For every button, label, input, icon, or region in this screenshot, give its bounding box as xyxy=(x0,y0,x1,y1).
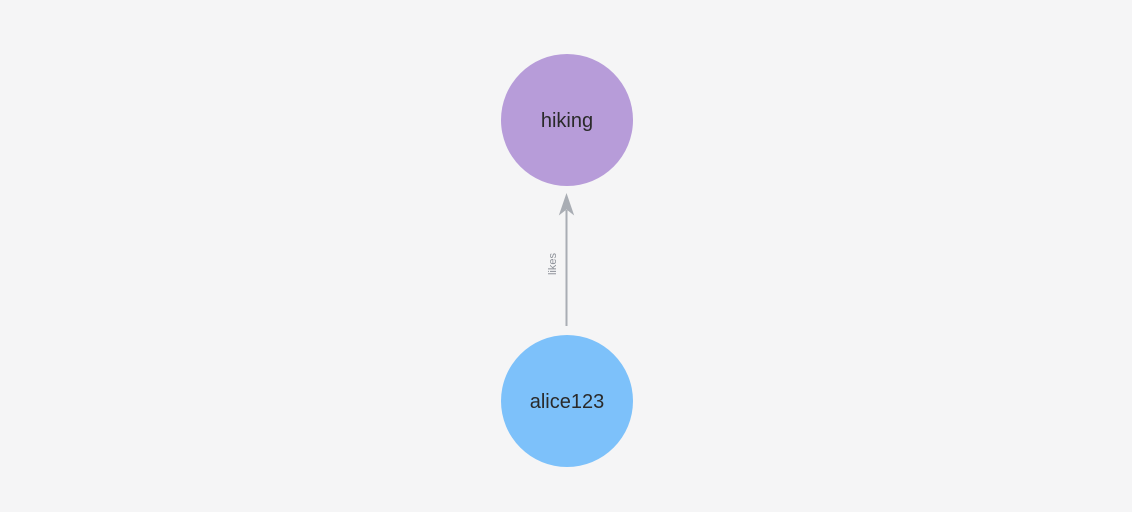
node-alice123-circle[interactable] xyxy=(501,335,633,467)
node-alice123[interactable]: alice123 xyxy=(501,335,633,467)
edge-label: likes xyxy=(547,253,559,276)
edge-likes: likes xyxy=(547,193,575,326)
edge-arrowhead-icon xyxy=(558,193,575,216)
node-hiking[interactable]: hiking xyxy=(501,54,633,186)
node-hiking-circle[interactable] xyxy=(501,54,633,186)
